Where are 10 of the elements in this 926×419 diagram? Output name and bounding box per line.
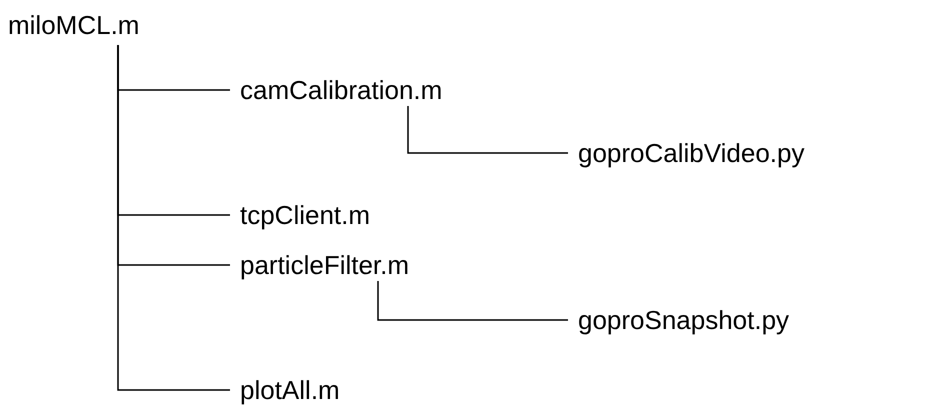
- file-name: goproSnapshot.py: [578, 304, 790, 336]
- tree-connector: [117, 45, 230, 391]
- file-name: goproCalibVideo.py: [578, 137, 804, 169]
- file-name: camCalibration.m: [240, 74, 442, 106]
- tree-connector: [377, 281, 568, 321]
- tree-connector: [407, 106, 568, 154]
- file-name: particleFilter.m: [240, 249, 410, 281]
- file-name: tcpClient.m: [240, 199, 370, 231]
- file-name: plotAll.m: [240, 374, 340, 406]
- file-name: miloMCL.m: [8, 9, 140, 41]
